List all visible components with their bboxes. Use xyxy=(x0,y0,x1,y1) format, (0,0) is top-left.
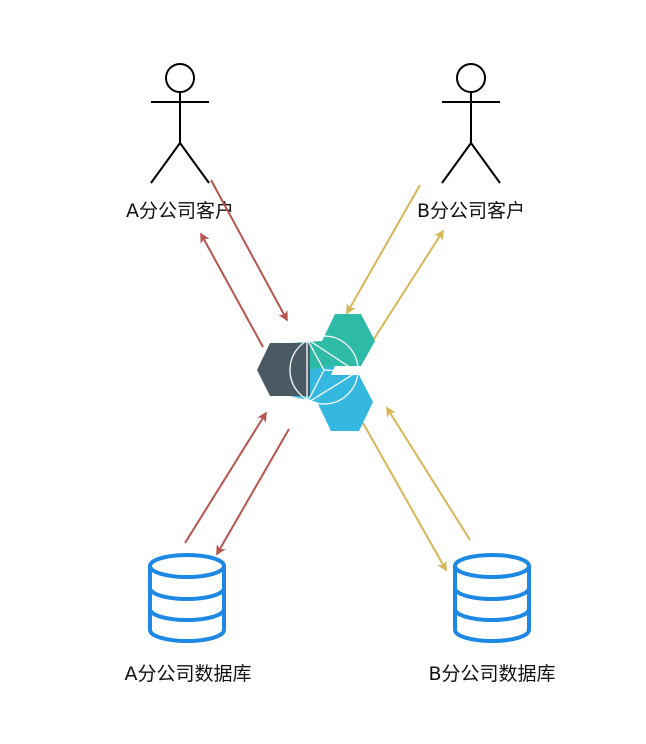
db-a-label: A分公司数据库 xyxy=(125,663,252,685)
db-b-label: B分公司数据库 xyxy=(428,663,555,685)
arrow-hub-to-db-b xyxy=(362,422,447,572)
client-b-person-icon xyxy=(441,63,501,184)
arrow-db-b-to-hub xyxy=(386,406,471,541)
arrow-db-a-to-hub xyxy=(184,411,267,544)
db-a-database-icon xyxy=(148,553,226,643)
arrow-client-b-to-hub xyxy=(346,184,421,315)
db-b-database-icon xyxy=(453,553,531,643)
hexagon-hub-icon xyxy=(257,314,375,431)
arrow-hub-to-client-a xyxy=(200,232,264,348)
client-a-label: A分公司客户 xyxy=(126,200,234,222)
client-a-person-icon xyxy=(150,63,210,184)
arrow-hub-to-client-b xyxy=(371,229,444,343)
arrow-hub-to-db-a xyxy=(216,428,290,556)
arrow-client-a-to-hub xyxy=(210,179,288,322)
client-b-label: B分公司客户 xyxy=(417,200,525,222)
